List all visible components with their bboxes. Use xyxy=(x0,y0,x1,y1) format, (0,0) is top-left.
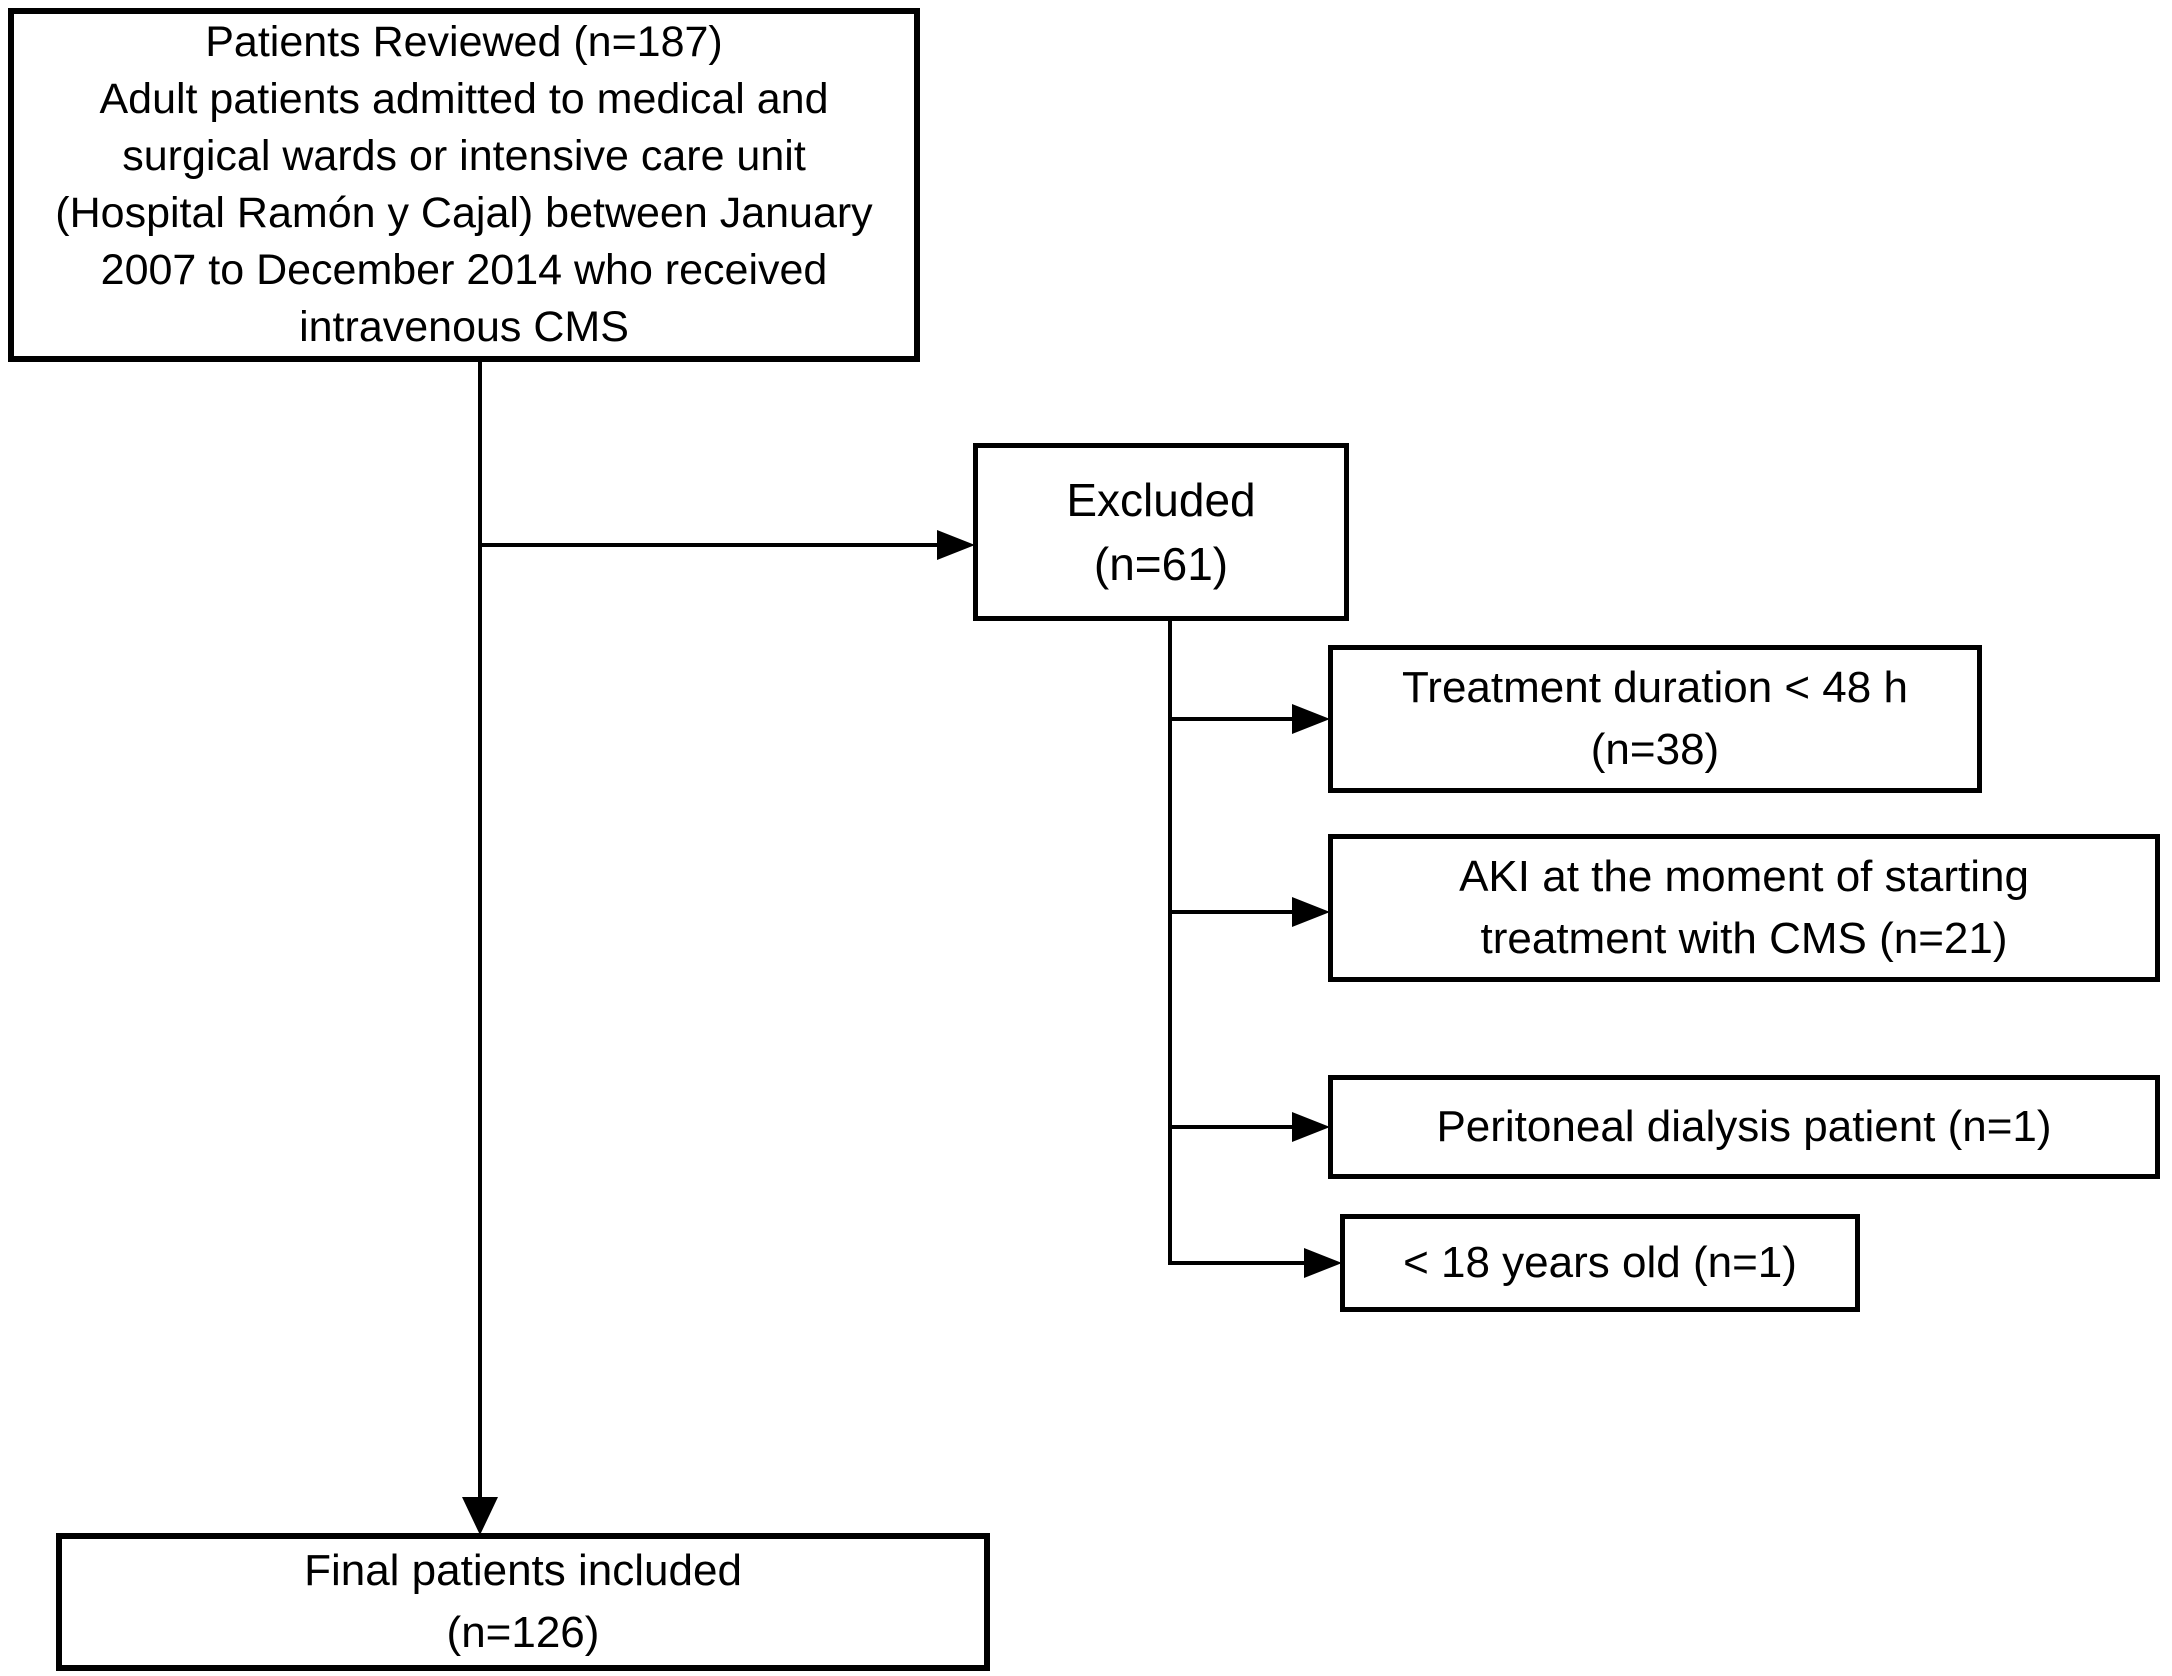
edge-excluded-branch-line xyxy=(1168,620,1172,1265)
box-text-line: Adult patients admitted to medical and xyxy=(99,75,829,123)
edge-excluded-to-treatment-arrowhead xyxy=(1292,704,1330,734)
aki-box: AKI at the moment of starting treatment … xyxy=(1328,834,2160,982)
under-18-box: < 18 years old (n=1) xyxy=(1340,1214,1860,1312)
box-text-line: AKI at the moment of starting xyxy=(1459,852,2029,901)
edge-excluded-to-peritoneal-arrowhead xyxy=(1292,1112,1330,1142)
edge-reviewed-to-excluded-line xyxy=(480,543,940,547)
edge-reviewed-to-final-line xyxy=(478,362,482,1500)
edge-excluded-to-aki-arrowhead xyxy=(1292,897,1330,927)
box-text-line: Final patients included xyxy=(304,1546,742,1595)
edge-excluded-to-under18-line xyxy=(1168,1261,1308,1265)
edge-reviewed-to-excluded-arrowhead xyxy=(937,530,975,560)
edge-reviewed-to-final-arrowhead xyxy=(462,1497,498,1535)
box-text-line: surgical wards or intensive care unit xyxy=(122,132,806,180)
box-text-line: Treatment duration < 48 h xyxy=(1402,663,1908,712)
box-text-line: intravenous CMS xyxy=(299,303,629,351)
patients-reviewed-box: Patients Reviewed (n=187) Adult patients… xyxy=(8,8,920,362)
edge-excluded-to-treatment-line xyxy=(1168,717,1296,721)
box-text-line: < 18 years old (n=1) xyxy=(1403,1238,1797,1287)
box-text-line: Patients Reviewed (n=187) xyxy=(205,18,723,66)
box-text-line: (n=61) xyxy=(1093,538,1229,590)
box-text-line: (n=38) xyxy=(1590,725,1720,774)
box-text-line: Peritoneal dialysis patient (n=1) xyxy=(1436,1102,2052,1151)
edge-excluded-to-under18-arrowhead xyxy=(1304,1248,1342,1278)
box-text-line: (Hospital Ramón y Cajal) between January xyxy=(55,189,873,237)
final-included-box: Final patients included (n=126) xyxy=(56,1533,990,1671)
excluded-box: Excluded (n=61) xyxy=(973,443,1349,621)
box-text-line: 2007 to December 2014 who received xyxy=(100,246,828,294)
box-text-line: (n=126) xyxy=(446,1608,600,1657)
box-text-line: treatment with CMS (n=21) xyxy=(1480,914,2008,963)
box-text-line: Excluded xyxy=(1066,474,1256,526)
edge-excluded-to-peritoneal-line xyxy=(1168,1125,1296,1129)
treatment-duration-box: Treatment duration < 48 h (n=38) xyxy=(1328,645,1982,793)
peritoneal-dialysis-box: Peritoneal dialysis patient (n=1) xyxy=(1328,1075,2160,1179)
edge-excluded-to-aki-line xyxy=(1168,910,1296,914)
